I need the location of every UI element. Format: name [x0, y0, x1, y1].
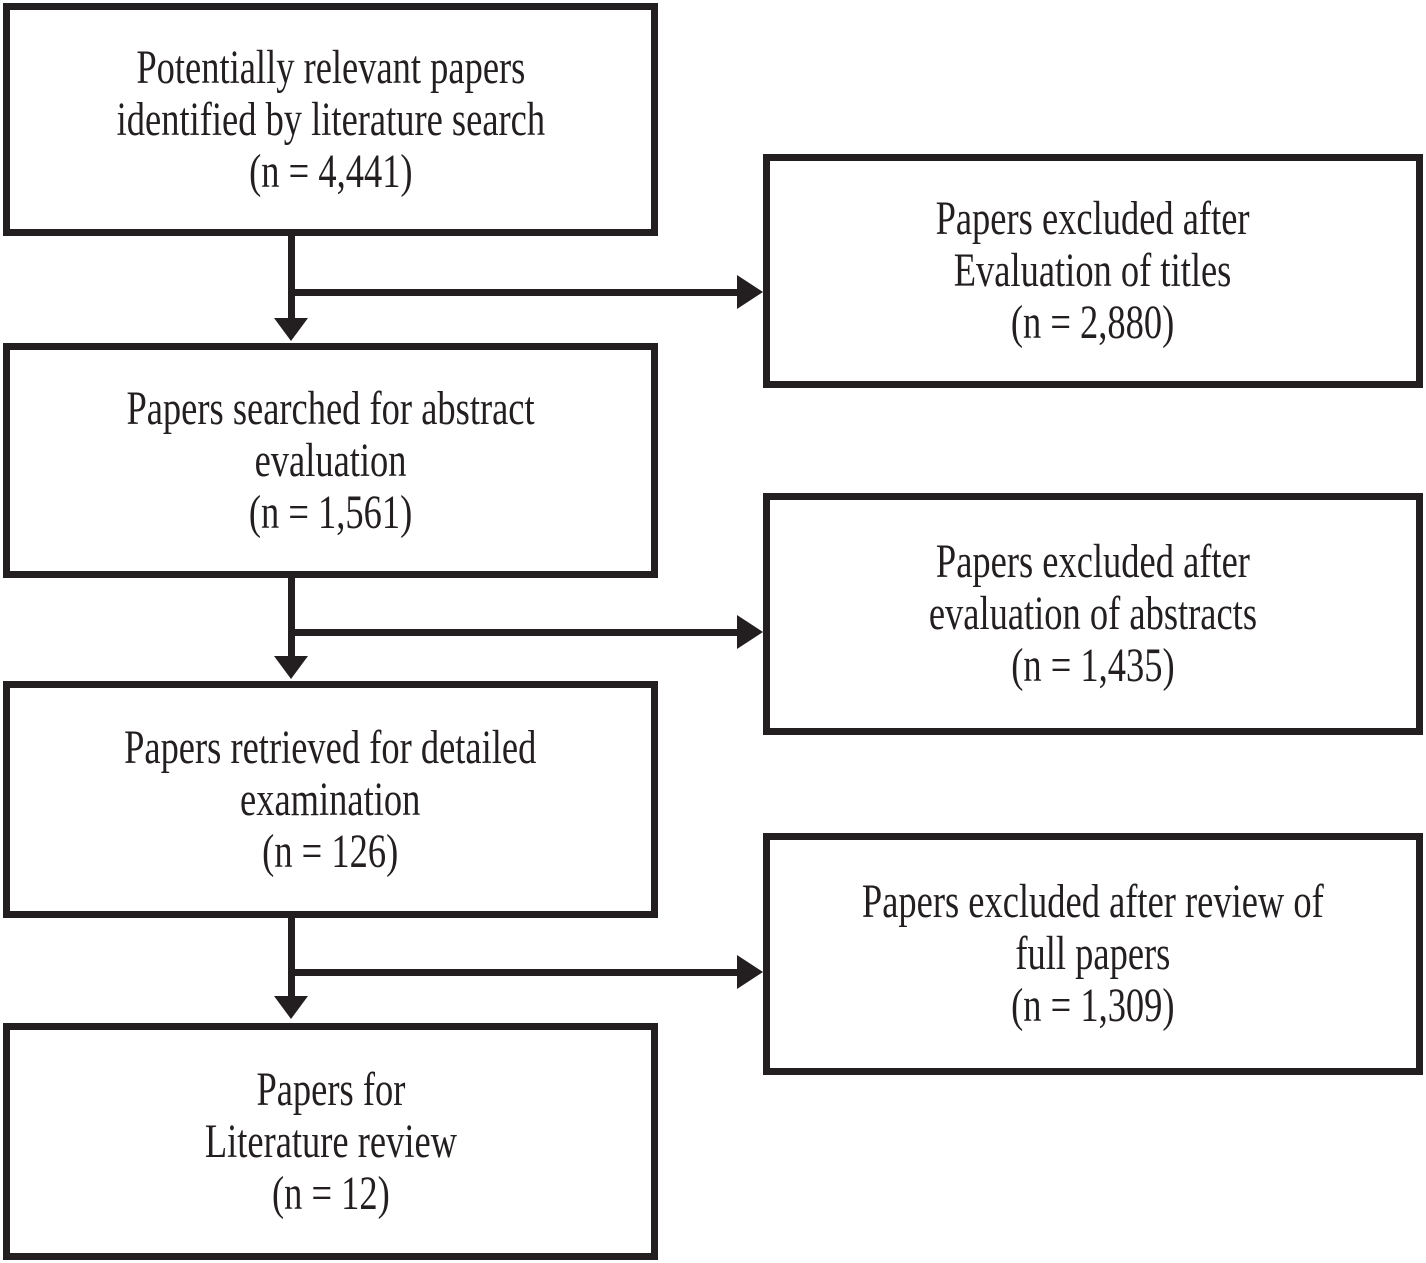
flow-node-line: Papers excluded after [936, 535, 1250, 588]
flow-node-count: (n = 1,309) [1011, 979, 1175, 1032]
flow-node-line: Papers excluded after [935, 192, 1250, 245]
flow-node-count: (n = 126) [262, 824, 399, 878]
flow-node-abstract-evaluation: Papers searched for abstract evaluation … [3, 343, 658, 578]
flow-node-identified-text: Potentially relevant papers identified b… [116, 40, 545, 198]
connector-abstract-to-detailed [288, 578, 295, 658]
flow-node-literature-review-text: Papers for Literature review (n = 12) [204, 1062, 457, 1220]
flow-node-excluded-abstracts: Papers excluded after evaluation of abst… [763, 493, 1423, 735]
connector-detailed-to-review [288, 918, 295, 998]
flow-node-line: identified by literature search [116, 92, 545, 146]
flow-node-line: Papers for [256, 1062, 405, 1116]
connector-identified-to-excluded-titles [288, 289, 737, 296]
flow-node-excluded-abstracts-text: Papers excluded after evaluation of abst… [929, 536, 1257, 692]
flow-node-identified: Potentially relevant papers identified b… [3, 3, 658, 236]
arrowhead-down-icon [274, 996, 308, 1019]
flow-node-line: examination [240, 772, 421, 826]
flow-node-detailed-examination: Papers retrieved for detailed examinatio… [3, 681, 658, 918]
flow-node-line: Literature review [204, 1114, 457, 1168]
connector-detailed-to-excluded-full-papers [288, 969, 737, 976]
flow-node-line: Evaluation of titles [954, 244, 1232, 297]
connector-identified-to-abstract [288, 236, 295, 320]
arrowhead-down-icon [274, 656, 308, 679]
flow-node-line: Papers excluded after review of [862, 875, 1324, 928]
arrowhead-right-icon [737, 615, 763, 649]
arrowhead-right-icon [737, 275, 763, 309]
flow-node-excluded-titles: Papers excluded after Evaluation of titl… [763, 154, 1423, 388]
flow-node-line: evaluation of abstracts [928, 587, 1258, 640]
flow-node-line: evaluation [254, 433, 407, 487]
flow-node-line: Papers retrieved for detailed [124, 720, 537, 774]
flow-node-detailed-examination-text: Papers retrieved for detailed examinatio… [124, 720, 537, 878]
flow-node-excluded-full-papers: Papers excluded after review of full pap… [763, 833, 1423, 1075]
flow-node-line: full papers [1015, 927, 1171, 980]
flow-node-line: Potentially relevant papers [135, 40, 525, 94]
flow-node-count: (n = 4,441) [248, 144, 413, 198]
flow-node-literature-review: Papers for Literature review (n = 12) [3, 1023, 658, 1260]
flow-node-count: (n = 12) [271, 1166, 390, 1220]
flow-node-excluded-full-papers-text: Papers excluded after review of full pap… [862, 876, 1324, 1032]
flow-node-count: (n = 2,880) [1011, 296, 1175, 349]
arrowhead-right-icon [737, 955, 763, 989]
connector-abstract-to-excluded-abstracts [288, 629, 737, 636]
flow-node-count: (n = 1,561) [248, 485, 413, 539]
flow-node-abstract-evaluation-text: Papers searched for abstract evaluation … [126, 381, 535, 539]
flow-node-line: Papers searched for abstract [126, 381, 535, 435]
flow-node-excluded-titles-text: Papers excluded after Evaluation of titl… [936, 193, 1250, 349]
flow-node-count: (n = 1,435) [1011, 639, 1175, 692]
arrowhead-down-icon [274, 318, 308, 341]
